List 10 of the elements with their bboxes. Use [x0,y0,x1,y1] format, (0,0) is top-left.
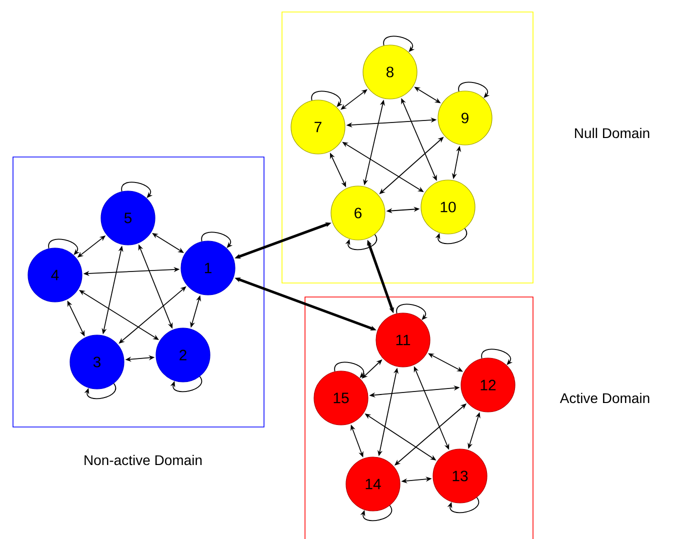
self-loop-arrow [84,383,116,400]
self-loop-arrow [447,497,479,514]
arrow [340,89,368,110]
self-loop-arrow [170,376,202,392]
self-loop-arrow [345,234,377,250]
node-label: Null Domain [575,128,650,138]
node-label: Non-active Domain [84,454,202,466]
self-loop-arrow [435,228,467,244]
node-label: Active Domain [560,392,650,404]
self-loop-arrow [360,505,392,522]
